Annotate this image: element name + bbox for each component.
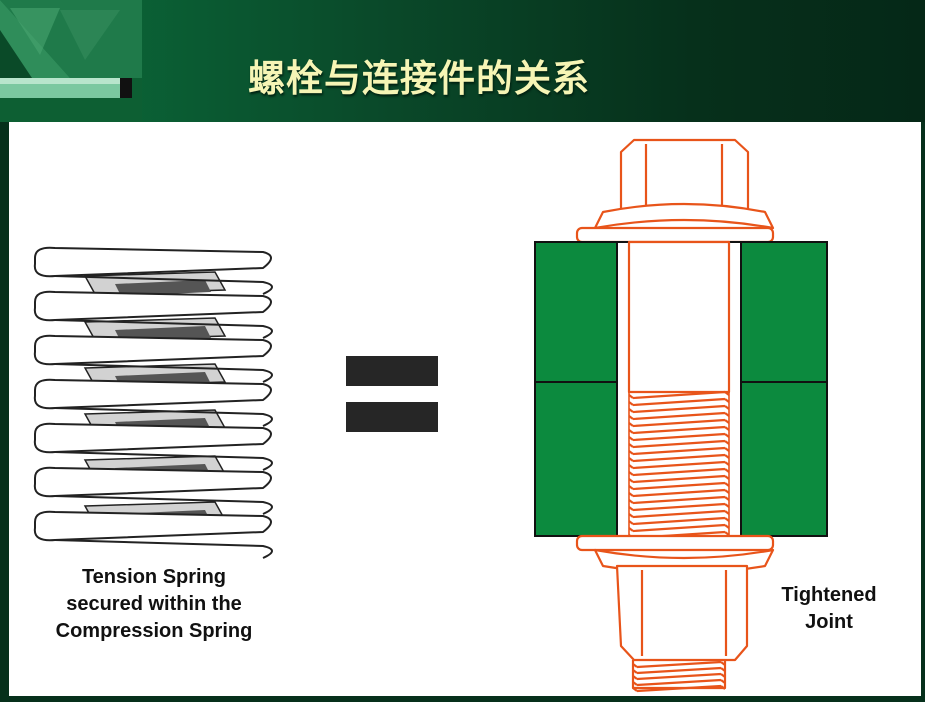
top-washer: [575, 226, 775, 244]
outer-spring-coil-edge: [54, 319, 273, 339]
outer-spring-coil: [33, 378, 272, 410]
spring-caption-line: secured within the: [66, 593, 242, 615]
equals-bar-top: [346, 356, 438, 386]
thread-line: [628, 453, 730, 463]
thread-line: [628, 404, 730, 414]
bolt-tip-outline: [631, 660, 727, 690]
outer-spring-coil: [33, 246, 272, 278]
outer-spring-coil-edge: [54, 275, 273, 295]
thread-line: [632, 666, 726, 675]
thread-line: [628, 474, 730, 484]
thread-line: [628, 439, 730, 449]
corner-emblem-graphic: [0, 0, 142, 122]
thread-line: [628, 502, 730, 512]
thread-line: [628, 432, 730, 442]
spring-caption-line: Tension Spring: [81, 566, 227, 588]
outer-spring-coil-edge: [54, 363, 273, 383]
plate-top-right: [740, 241, 828, 383]
thread-line: [628, 425, 730, 435]
joint-caption-line: Tightened: [781, 584, 877, 606]
thread-line: [628, 495, 730, 505]
plate-bottom-left: [534, 381, 618, 537]
bolt-thread-grip: [628, 390, 730, 540]
outer-spring-coil: [33, 422, 272, 454]
thread-line: [632, 660, 726, 669]
bolt-head-flange: [593, 202, 775, 230]
bolt-shank: [627, 240, 731, 394]
thread-line: [628, 516, 730, 526]
thread-line: [628, 488, 730, 498]
thread-line: [628, 411, 730, 421]
spring-caption-line: Compression Spring: [55, 620, 253, 642]
outer-spring-coil-edge: [54, 539, 273, 559]
thread-line: [632, 672, 726, 681]
spring-caption: Tension Spring secured within the Compre…: [9, 564, 299, 645]
outer-spring-coil: [33, 510, 272, 542]
outer-spring-coil: [33, 290, 272, 322]
thread-line: [628, 481, 730, 491]
thread-line: [628, 446, 730, 456]
outer-spring-coil-edge: [54, 407, 273, 427]
thread-line: [632, 678, 726, 687]
thread-line: [628, 509, 730, 519]
thread-line: [628, 467, 730, 477]
content-panel: Tension Spring secured within the Compre…: [9, 122, 921, 696]
thread-line: [628, 397, 730, 407]
bolt-head-top: [619, 138, 750, 214]
outer-spring-coil-edge: [54, 451, 273, 471]
thread-line: [628, 390, 730, 400]
joint-caption: Tightened Joint: [754, 582, 904, 636]
bottom-washer: [575, 534, 775, 552]
bolt-thread-tip: [631, 660, 727, 693]
nested-spring-illustration: [33, 246, 273, 559]
nut: [615, 564, 749, 662]
corner-emblem-logo: [0, 0, 142, 122]
thread-line: [628, 460, 730, 470]
plate-top-left: [534, 241, 618, 383]
outer-spring-coil: [33, 466, 272, 498]
inner-spring-band-shadow: [115, 280, 211, 296]
plate-bottom-right: [740, 381, 828, 537]
joint-caption-line: Joint: [805, 611, 853, 633]
thread-line: [628, 523, 730, 533]
outer-spring-coil: [33, 334, 272, 366]
slide-title: 螺栓与连接件的关系: [248, 57, 590, 100]
equals-bar-bottom: [346, 402, 438, 432]
outer-spring-coil-edge: [54, 495, 273, 515]
bolted-joint-illustration: [534, 138, 828, 693]
thread-line: [628, 418, 730, 428]
slide-header: 螺栓与连接件的关系: [0, 0, 925, 122]
